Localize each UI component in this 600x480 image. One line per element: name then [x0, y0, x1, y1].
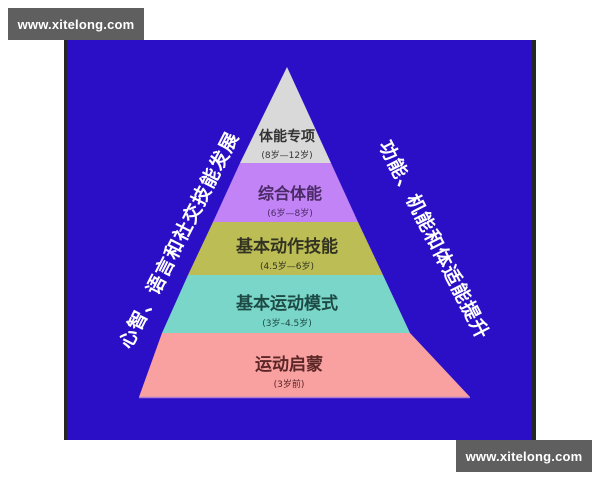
pyramid-layer-1-shape: [240, 67, 331, 163]
layer-age: (3岁前): [273, 380, 305, 390]
pyramid-layer-3: 基本动作技能 (4.5岁—6岁): [236, 232, 338, 272]
layer-age: (6岁—8岁): [267, 209, 313, 219]
pyramid-layer-2: 综合体能 (6岁—8岁): [258, 180, 322, 219]
layer-title: 综合体能: [257, 184, 323, 203]
layer-age: (3岁–4.5岁): [262, 319, 312, 329]
pyramid-layer-4: 基本运动模式 (3岁–4.5岁): [236, 289, 338, 329]
pyramid-layer-5-shape: [139, 333, 470, 397]
layer-title: 基本运动模式: [236, 294, 338, 314]
pyramid-layer-3-shape: [188, 222, 383, 275]
pyramid-layer-5: 运动启蒙 (3岁前): [255, 350, 323, 390]
watermark-top: www.xitelong.com: [8, 8, 144, 40]
layer-age: (8岁—12岁): [261, 151, 313, 161]
layer-title: 基本动作技能: [236, 237, 338, 257]
watermark-bottom: www.xitelong.com: [456, 440, 592, 472]
pyramid-layer-4-shape: [162, 275, 410, 333]
layer-title: 体能专项: [259, 129, 315, 145]
layer-title: 运动启蒙: [255, 355, 323, 375]
pyramid-layer-1: 体能专项 (8岁—12岁): [259, 126, 315, 161]
layer-age: (4.5岁—6岁): [259, 262, 315, 272]
pyramid-layer-2-shape: [213, 163, 358, 222]
